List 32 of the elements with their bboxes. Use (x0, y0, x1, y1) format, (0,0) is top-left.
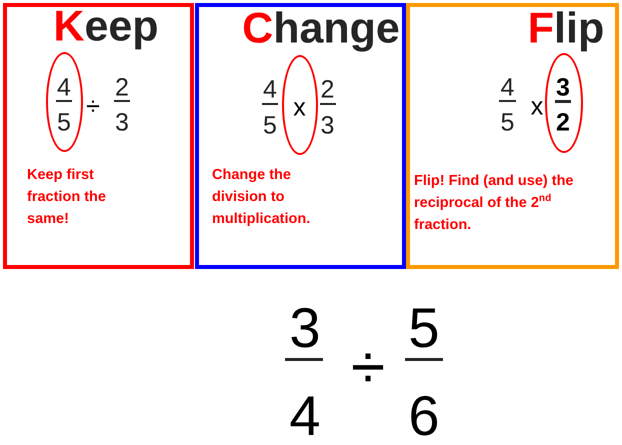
denominator: 5 (500, 112, 514, 134)
numerator: 4 (263, 79, 277, 101)
highlight-oval (46, 52, 83, 152)
instruction-note: Change the division to multiplication. (212, 166, 312, 229)
denominator: 6 (408, 392, 440, 440)
step-heading: Keep (53, 6, 159, 48)
denominator: 3 (320, 115, 334, 137)
math-operator: ÷ (350, 337, 386, 399)
numerator: 4 (57, 76, 71, 98)
numerator: 3 (556, 77, 570, 99)
step-panel (3, 3, 194, 269)
math-operator: x (293, 95, 306, 120)
numerator: 3 (289, 303, 321, 352)
instruction-note: Flip! Find (and use) the reciprocal of the 2$^{nd}$ fraction. (414, 172, 574, 235)
denominator: 5 (263, 115, 277, 137)
instruction-note: Keep first fraction the same! (27, 166, 107, 229)
step-heading: Flip (528, 8, 604, 50)
numerator: 5 (408, 303, 440, 352)
denominator: 2 (556, 112, 570, 134)
denominator: 3 (115, 112, 129, 134)
denominator: 5 (57, 112, 71, 134)
numerator: 2 (320, 79, 334, 101)
denominator: 4 (289, 392, 321, 440)
numerator: 4 (500, 77, 514, 99)
math-operator: ÷ (86, 94, 100, 120)
step-panel (406, 3, 619, 269)
step-heading: Change (242, 8, 400, 50)
highlight-oval (545, 53, 583, 153)
highlight-oval (282, 55, 318, 155)
math-operator: x (530, 94, 544, 120)
numerator: 2 (115, 77, 129, 99)
step-panel (195, 3, 406, 269)
